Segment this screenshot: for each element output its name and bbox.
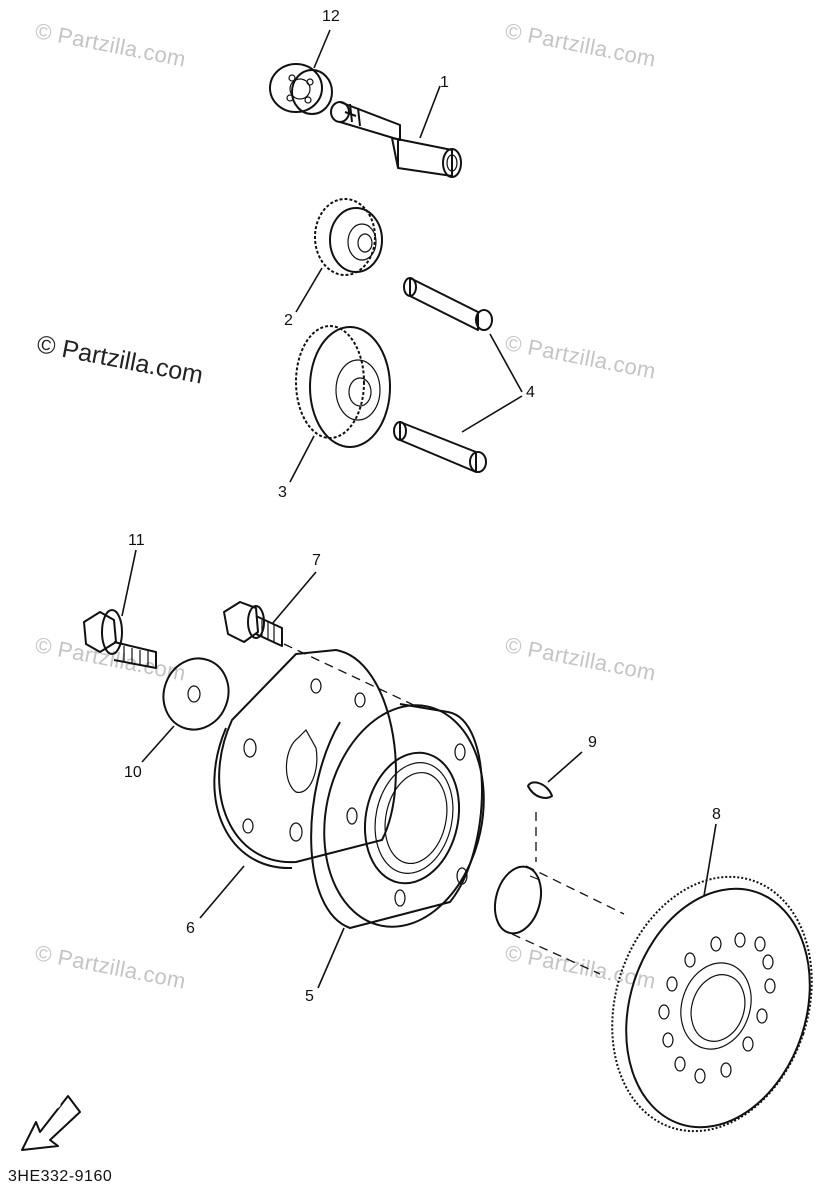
- bolt-icon: [83, 609, 157, 669]
- washer-icon: [162, 657, 230, 731]
- bolt-icon: [223, 601, 283, 647]
- leader-line: [199, 865, 245, 919]
- callout-6: 6: [186, 920, 195, 937]
- plate-icon: [213, 649, 397, 870]
- pin-icon: [393, 277, 493, 473]
- leader-line: [703, 823, 717, 897]
- leader-line: [141, 725, 175, 763]
- leader-line: [121, 549, 137, 617]
- callout-7: 7: [312, 552, 321, 569]
- shaft-icon: [330, 101, 462, 178]
- key-icon: [527, 781, 553, 799]
- callout-12: 12: [322, 8, 340, 25]
- leader-line: [419, 85, 441, 139]
- shaft-stub: [493, 865, 625, 975]
- leader-line: [271, 571, 317, 625]
- callout-10: 10: [124, 764, 142, 781]
- ring-gear-icon: [611, 875, 813, 1133]
- callout-1: 1: [440, 74, 449, 91]
- diagram-code: 3HE332-9160: [8, 1168, 113, 1185]
- callout-8: 8: [712, 806, 721, 823]
- leader-line: [317, 927, 345, 989]
- fwd-arrow-icon: [21, 1095, 81, 1151]
- clutch-housing-icon: [310, 703, 485, 929]
- callout-3: 3: [278, 484, 287, 501]
- leader-line: [295, 267, 323, 313]
- bearing-icon: [269, 63, 333, 115]
- leader-line: [489, 333, 523, 393]
- callout-9: 9: [588, 734, 597, 751]
- leader-line: [313, 29, 331, 69]
- assembly-line: [283, 643, 421, 709]
- callout-2: 2: [284, 312, 293, 329]
- leader-line: [289, 435, 315, 483]
- gear-icon: [314, 198, 383, 276]
- callout-11: 11: [128, 532, 145, 549]
- leader-line: [461, 395, 523, 433]
- leader-line: [547, 751, 583, 783]
- callout-5: 5: [305, 988, 314, 1005]
- callout-4: 4: [526, 384, 535, 401]
- gear-icon: [295, 325, 391, 448]
